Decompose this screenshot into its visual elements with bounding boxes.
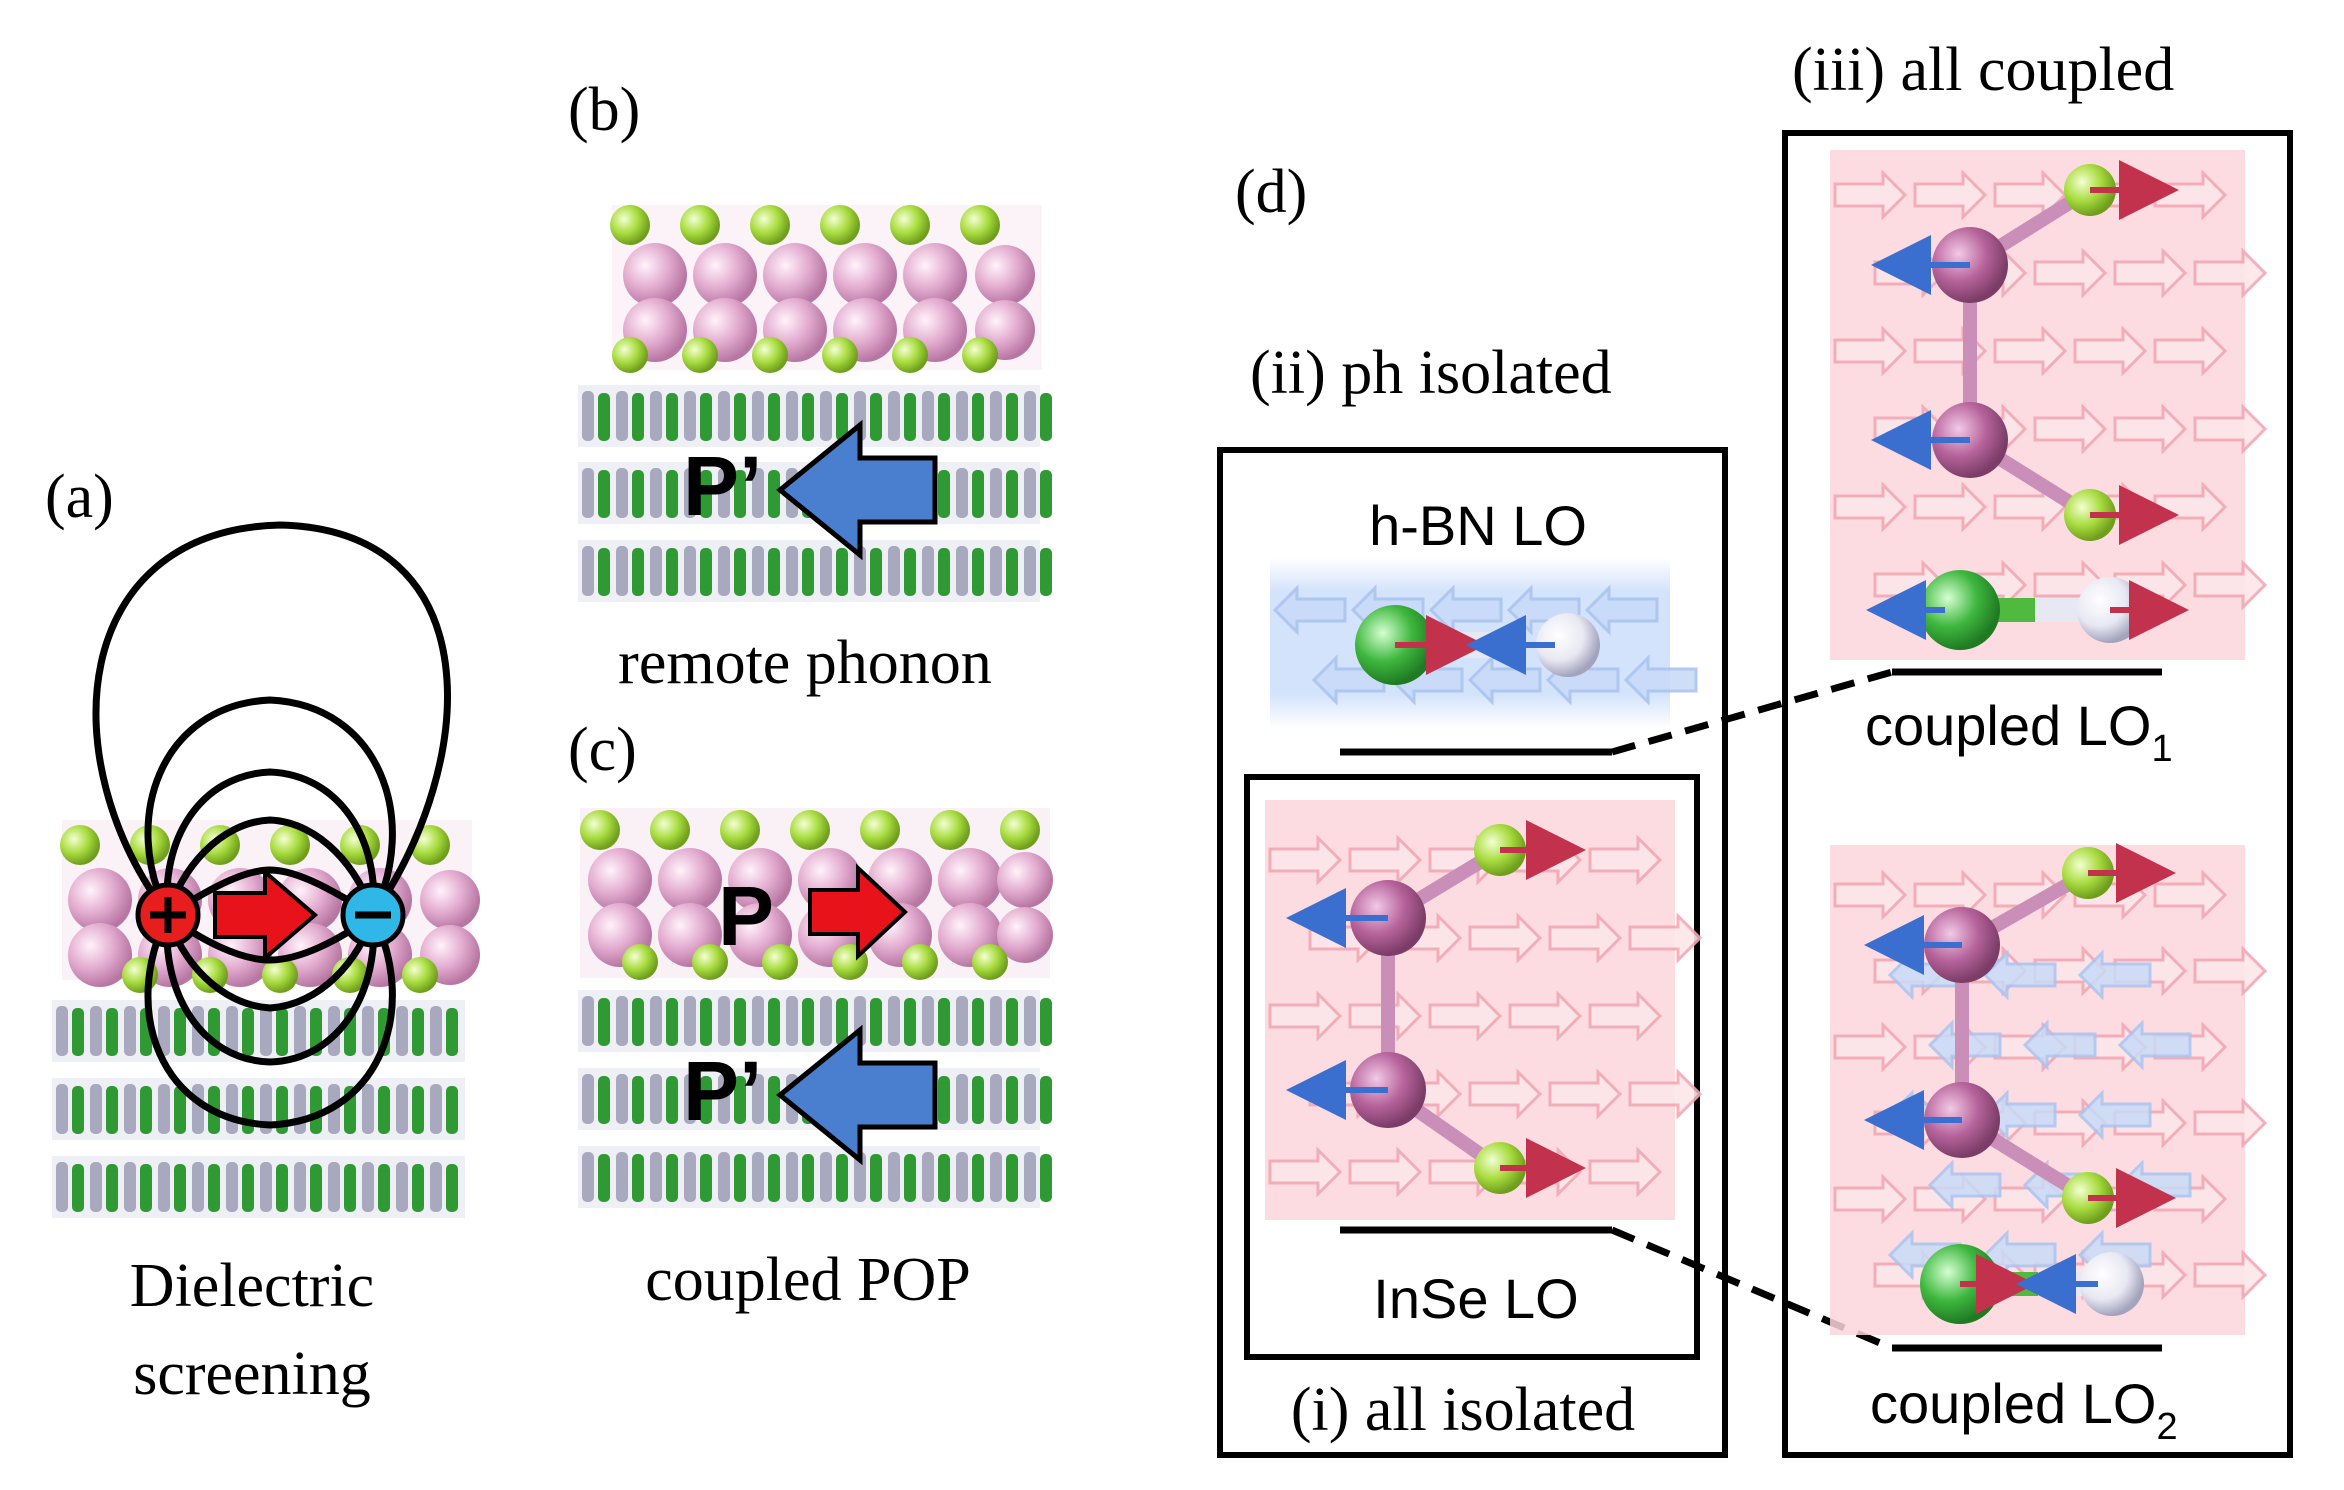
inse-lo-mode <box>1286 820 1586 1198</box>
ph-isolated-title: (ii) ph isolated <box>1250 339 1612 407</box>
inse-layer-b <box>610 205 1042 373</box>
coupled-lo2-mode <box>1864 843 2176 1324</box>
panel-a-caption-line1: Dielectric <box>130 1252 374 1320</box>
panel-d: (d) (ii) ph isolated (iii) all coupled h… <box>1217 36 2293 1458</box>
hbn-lo-mode <box>1355 605 1600 685</box>
hbn-layer <box>578 540 1052 602</box>
polarization-label-c-top: P <box>718 869 774 963</box>
hbn-layer <box>578 1146 1052 1208</box>
connector-lo2 <box>1610 1226 1894 1352</box>
hbn-layer <box>578 385 1052 447</box>
panel-c-label: (c) <box>568 716 637 784</box>
polarization-label-c-bottom: P’ <box>683 1044 762 1138</box>
coupled-lo1-mode <box>1866 160 2189 650</box>
panel-c: (c) P P’ coupled POP <box>568 716 1053 1314</box>
hbn-lo-label: h-BN LO <box>1369 494 1587 557</box>
coupled-lo1-label: coupled LO1 <box>1865 694 2173 770</box>
polarization-arrow-c-bottom <box>776 1024 938 1166</box>
polarization-arrow-c-top <box>808 863 908 961</box>
all-coupled-frame <box>1782 130 2293 1458</box>
all-isolated-title: (i) all isolated <box>1291 1376 1635 1444</box>
polarization-label-b: P’ <box>683 439 762 533</box>
panel-d-label: (d) <box>1235 158 1307 226</box>
positive-charge-icon <box>135 882 201 948</box>
hbn-layer <box>52 1078 465 1140</box>
hbn-layer <box>52 1156 465 1218</box>
panel-a-caption-line2: screening <box>133 1340 371 1408</box>
hbn-layer <box>578 990 1052 1052</box>
panel-b: (b) P’ remote phonon <box>568 76 1052 697</box>
panel-a: (a) <box>45 463 480 1408</box>
all-isolated-frame <box>1244 774 1700 1360</box>
panel-a-label: (a) <box>45 463 114 531</box>
all-coupled-title: (iii) all coupled <box>1792 36 2174 104</box>
field-lines <box>92 521 451 1129</box>
inse-layer-c <box>580 808 1053 980</box>
coupled-lo2-label: coupled LO2 <box>1870 1372 2178 1448</box>
connector-lo1 <box>1611 668 1893 756</box>
ph-isolated-frame <box>1217 447 1728 1458</box>
negative-charge-icon <box>340 882 406 948</box>
panel-b-label: (b) <box>568 76 640 144</box>
hbn-layer <box>52 1000 465 1062</box>
polarization-arrow-b <box>776 419 938 561</box>
hbn-layers-a <box>52 1000 465 1218</box>
panel-c-caption: coupled POP <box>645 1246 971 1314</box>
inse-lo-label: InSe LO <box>1373 1267 1578 1330</box>
panel-b-caption: remote phonon <box>618 629 992 697</box>
dipole-arrow-a <box>213 867 319 963</box>
